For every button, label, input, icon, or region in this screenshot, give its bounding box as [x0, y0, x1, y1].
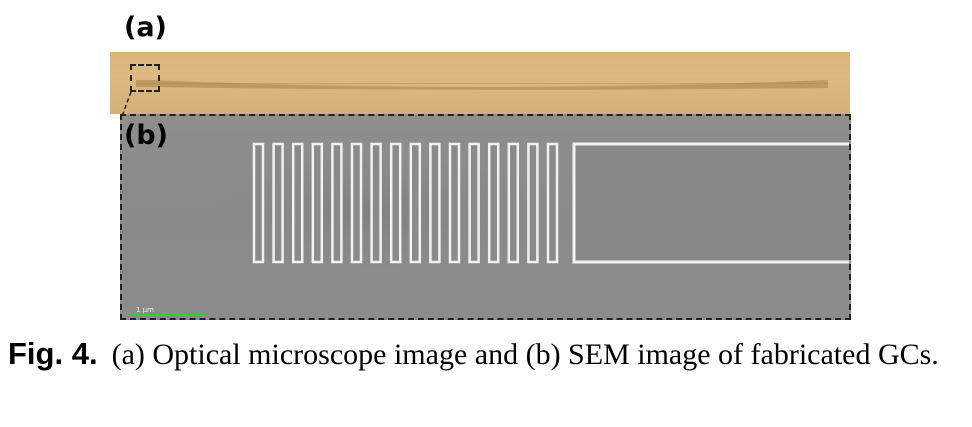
grating-tooth	[331, 142, 343, 264]
grating-tooth	[370, 142, 382, 264]
grating-tooth	[389, 142, 402, 264]
scale-bar	[132, 314, 204, 316]
grating-tooth	[409, 142, 422, 264]
figure-caption: Fig. 4. (a) Optical microscope image and …	[8, 336, 966, 373]
grating-tooth	[507, 142, 520, 264]
taper-waveguide	[572, 142, 849, 264]
grating-tooth	[448, 142, 461, 264]
grating-teeth	[252, 142, 559, 264]
scale-bar-label: 1 μm	[136, 306, 154, 314]
grating-tooth	[272, 142, 284, 264]
waveguide-trace	[136, 80, 828, 90]
panel-b-label: (b)	[124, 120, 169, 151]
caption-label: Fig. 4.	[8, 336, 98, 371]
inset-region-box	[130, 64, 160, 92]
grating-tooth	[291, 142, 304, 264]
grating-tooth	[468, 142, 480, 264]
grating-tooth	[252, 142, 265, 264]
grating-tooth	[487, 142, 500, 264]
caption-text: (a) Optical microscope image and (b) SEM…	[111, 338, 939, 371]
grating-tooth	[546, 142, 559, 264]
grating-tooth	[350, 142, 363, 264]
grating-tooth	[527, 142, 539, 264]
grating-tooth	[311, 142, 324, 264]
grating-coupler-sem	[182, 141, 849, 281]
grating-tooth	[429, 142, 441, 264]
optical-microscope-image	[110, 52, 850, 114]
panel-a-label: (a)	[124, 12, 167, 43]
sem-image: 1 μm	[120, 114, 851, 320]
